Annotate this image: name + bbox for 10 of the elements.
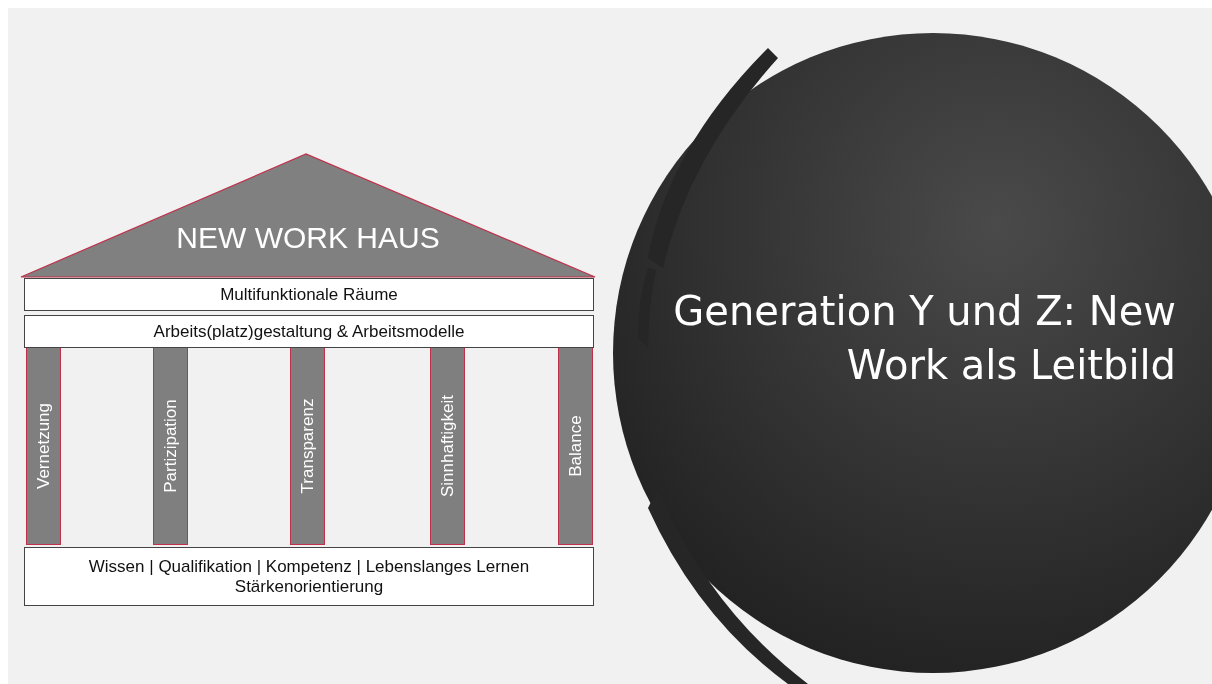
pillar-column: Sinnhaftigkeit [430, 348, 465, 545]
beam-band: Multifunktionale Räume [24, 278, 594, 311]
beam-band: Wissen | Qualifikation | Kompetenz | Lebenslanges Lernen Stärkenorientierung [24, 547, 594, 606]
pillar-column: Vernetzung [26, 348, 61, 545]
roof-title: NEW WORK HAUS [175, 221, 441, 255]
slide-title: Generation Y und Z: New Work als Leitbild [672, 287, 1176, 390]
pillar-column: Partizipation [153, 348, 188, 545]
beam-band: Arbeits(platz)gestaltung & Arbeitsmodelle [24, 315, 594, 348]
pillar-column: Transparenz [290, 348, 325, 545]
pillar-column: Balance [558, 348, 593, 545]
